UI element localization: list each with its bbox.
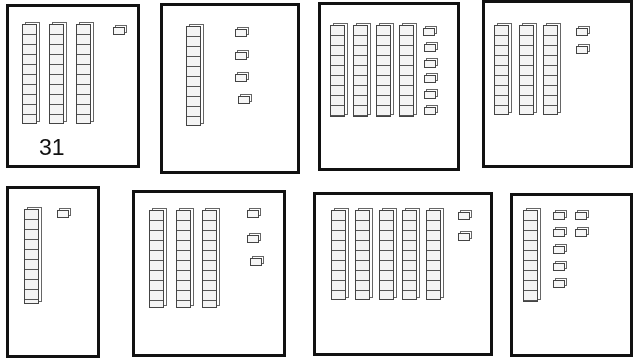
base-ten-card-1: 31 xyxy=(6,4,140,168)
ten-rod xyxy=(176,210,191,308)
ten-rod xyxy=(49,24,64,124)
unit-cube xyxy=(553,246,565,254)
unit-cube xyxy=(235,29,247,37)
answer-text: 31 xyxy=(39,134,65,161)
ten-rod xyxy=(494,25,509,115)
ten-rod xyxy=(331,210,346,300)
unit-cube xyxy=(57,210,69,218)
ten-rod xyxy=(523,210,538,302)
ten-rod xyxy=(186,26,201,126)
ten-rod xyxy=(149,210,164,308)
unit-cube xyxy=(458,212,470,220)
unit-cube xyxy=(235,74,247,82)
unit-cube xyxy=(553,229,565,237)
ten-rod xyxy=(355,210,370,300)
base-ten-card-8 xyxy=(510,193,633,357)
base-ten-card-7 xyxy=(313,192,493,356)
unit-cube xyxy=(423,28,435,36)
ten-rod xyxy=(399,25,414,117)
unit-cube xyxy=(553,212,565,220)
unit-cube xyxy=(553,280,565,288)
unit-cube xyxy=(424,60,436,68)
ten-rod xyxy=(202,210,217,308)
unit-cube xyxy=(576,46,588,54)
base-ten-card-5 xyxy=(6,186,100,358)
base-ten-card-3 xyxy=(318,2,460,171)
ten-rod xyxy=(24,209,39,304)
unit-cube xyxy=(576,28,588,36)
unit-cube xyxy=(575,212,587,220)
base-ten-card-4 xyxy=(482,0,633,168)
unit-cube xyxy=(250,258,262,266)
unit-cube xyxy=(424,91,436,99)
unit-cube xyxy=(424,75,436,83)
ten-rod xyxy=(22,24,37,124)
ten-rod xyxy=(543,25,558,115)
unit-cube xyxy=(247,235,259,243)
ten-rod xyxy=(330,25,345,117)
unit-cube xyxy=(575,229,587,237)
unit-cube xyxy=(113,27,125,35)
unit-cube xyxy=(553,263,565,271)
unit-cube xyxy=(235,52,247,60)
unit-cube xyxy=(238,96,250,104)
ten-rod xyxy=(76,24,91,124)
ten-rod xyxy=(376,25,391,117)
unit-cube xyxy=(424,107,436,115)
ten-rod xyxy=(402,210,417,300)
ten-rod xyxy=(426,210,441,300)
base-ten-card-2 xyxy=(160,3,300,174)
unit-cube xyxy=(424,44,436,52)
ten-rod xyxy=(379,210,394,300)
ten-rod xyxy=(353,25,368,117)
unit-cube xyxy=(247,210,259,218)
base-ten-card-6 xyxy=(132,190,286,357)
ten-rod xyxy=(519,25,534,115)
unit-cube xyxy=(458,233,470,241)
